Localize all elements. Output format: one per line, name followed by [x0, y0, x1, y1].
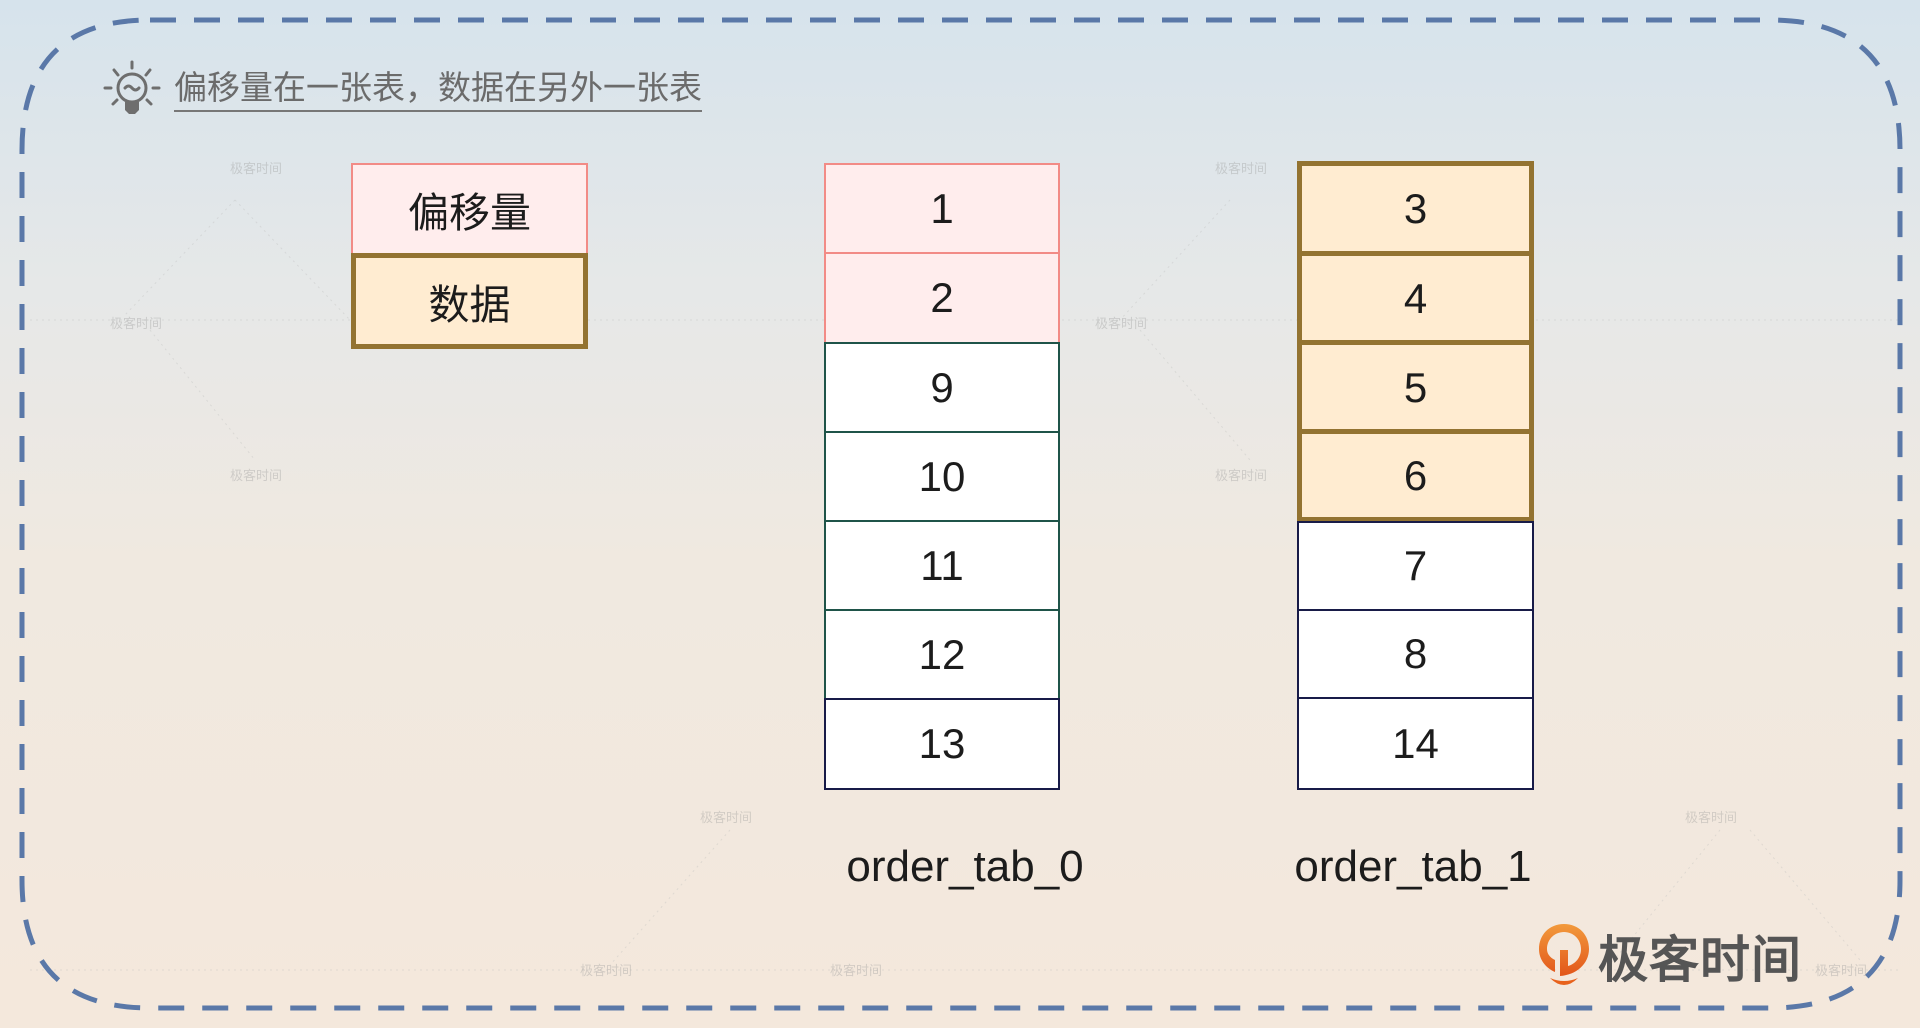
watermark: 极客时间	[580, 964, 633, 979]
row-value: 6	[1403, 451, 1428, 499]
table-row: 4	[1297, 251, 1534, 346]
lightbulb-icon	[103, 60, 161, 114]
watermark: 极客时间	[1815, 964, 1868, 979]
table-row: 14	[1297, 697, 1534, 790]
table-row: 7	[1297, 521, 1534, 611]
geektime-logo-icon	[1539, 924, 1589, 985]
row-value: 4	[1403, 274, 1428, 322]
row-value: 10	[918, 452, 966, 500]
table-row: 2	[824, 252, 1060, 344]
table-label: order_tab_0	[846, 842, 1084, 891]
geektime-logo: 极客时间	[1536, 920, 1802, 992]
legend-label: 偏移量	[408, 189, 531, 237]
watermark: 极客时间	[1215, 469, 1268, 484]
table-row: 13	[824, 698, 1060, 790]
watermark: 极客时间	[1095, 317, 1148, 332]
row-value: 8	[1403, 630, 1428, 677]
row-value: 9	[930, 363, 954, 411]
diagram-title: 偏移量在一张表，数据在另外一张表	[100, 58, 702, 122]
row-value: 7	[1403, 542, 1428, 589]
row-value: 11	[920, 541, 964, 589]
watermark: 极客时间	[700, 811, 753, 826]
table-row: 3	[1297, 161, 1534, 256]
row-value: 14	[1392, 719, 1439, 767]
legend-label: 数据	[428, 281, 511, 329]
row-value: 3	[1403, 184, 1428, 232]
table-row: 5	[1297, 340, 1534, 435]
table-row: 12	[824, 609, 1060, 700]
table-row: 10	[824, 431, 1060, 522]
row-value: 12	[918, 630, 966, 678]
title-text: 偏移量在一张表，数据在另外一张表	[174, 68, 702, 112]
table-row: 9	[824, 342, 1060, 433]
logo-text: 极客时间	[1598, 931, 1802, 989]
legend-data: 数据	[351, 253, 588, 349]
table-row: 1	[824, 163, 1060, 254]
watermark: 极客时间	[830, 964, 883, 979]
table-row: 8	[1297, 609, 1534, 699]
table-row: 11	[824, 520, 1060, 611]
table-label: order_tab_1	[1294, 842, 1532, 891]
watermark: 极客时间	[110, 317, 163, 332]
watermark: 极客时间	[1685, 811, 1738, 826]
table-row: 6	[1297, 429, 1534, 522]
row-value: 1	[930, 184, 954, 232]
watermark: 极客时间	[230, 469, 283, 484]
watermark: 极客时间	[1215, 162, 1268, 177]
watermark: 极客时间	[230, 162, 283, 177]
row-value: 13	[918, 720, 966, 767]
row-value: 5	[1403, 363, 1428, 411]
row-value: 2	[930, 274, 954, 321]
legend-offset: 偏移量	[351, 163, 588, 255]
